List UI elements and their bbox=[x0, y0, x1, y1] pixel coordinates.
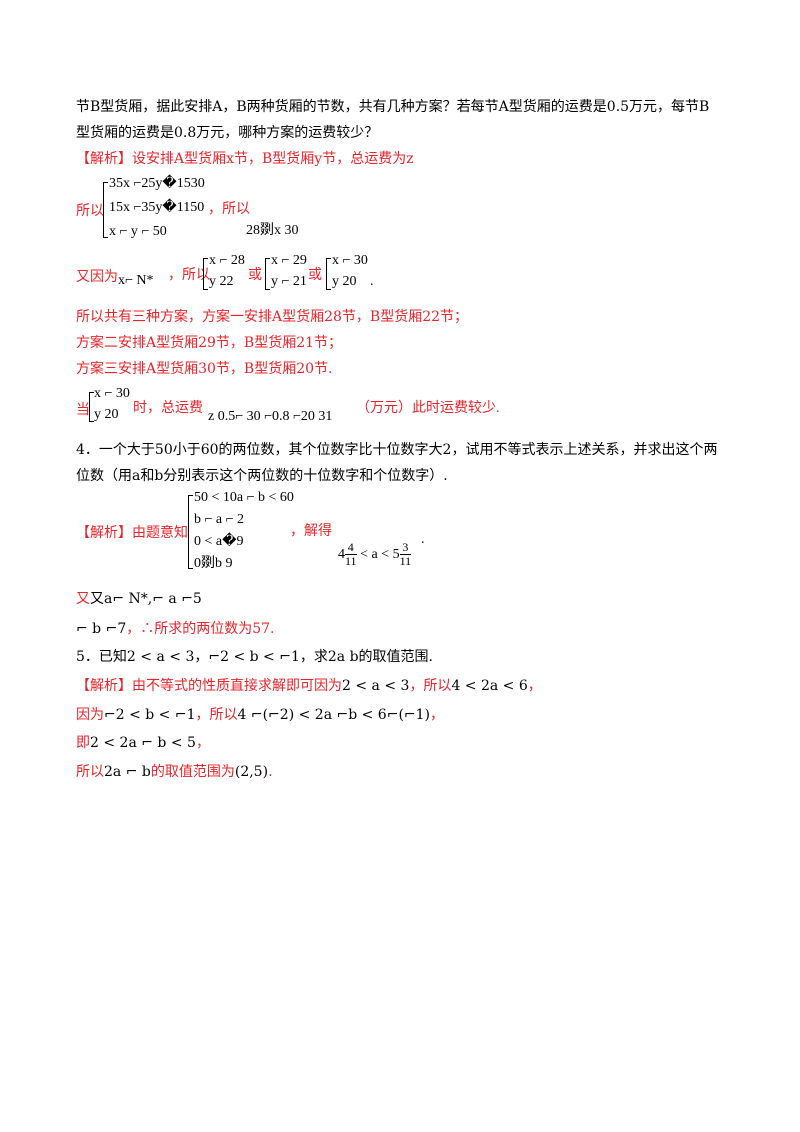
system-eq-2: 15x ⌐35y�1150 bbox=[109, 200, 205, 215]
q4-final-text: ，∴所求的两位数为57. bbox=[126, 621, 275, 637]
when-mid: 时，总运费 bbox=[133, 401, 203, 416]
case-3-x: x ⌐ 30 bbox=[332, 253, 368, 268]
q4-result-mid: < a < 5 bbox=[360, 547, 400, 562]
question-5: 5．已知2 < a < 3，⌐2 < b < ⌐1，求2a b的取值范围. bbox=[76, 649, 433, 665]
cost-expression: z 0.5⌐ 30 ⌐0.8 ⌐20 31 bbox=[208, 409, 333, 424]
when-y: y 20 bbox=[94, 407, 119, 422]
q5-solution-1: 【解析】由不等式的性质直接求解即可因为2 < a < 3，所以4 < 2a < … bbox=[76, 678, 542, 694]
case-3-y: y 20 bbox=[332, 274, 357, 289]
q4-result-dot: . bbox=[421, 532, 425, 547]
question-4-line-2: 位数（用a和b分别表示这个两位数的十位数字和个位数字）. bbox=[76, 468, 448, 484]
system-eq-3: x ⌐ y ⌐ 50 bbox=[109, 224, 167, 239]
or-2: 或 bbox=[308, 268, 322, 283]
natural-condition: x⌐ N* bbox=[118, 273, 154, 288]
q5-solution-4: 所以2a ⌐ b的取值范围为(2,5). bbox=[76, 764, 273, 780]
case-1-brace bbox=[203, 258, 208, 290]
q4-solution-prefix: 【解析】由题意知 bbox=[76, 525, 188, 541]
q4-eq-3: 0 < a�9 bbox=[194, 534, 244, 549]
solution-3-heading: 【解析】设安排A型货厢x节，B型货厢y节，总运费为z bbox=[76, 151, 414, 167]
q4-eq-1: 50 < 10a ⌐ b < 60 bbox=[194, 490, 294, 505]
intro-line-2: 型货厢的运费是0.8万元，哪种方案的运费较少？ bbox=[76, 125, 379, 141]
system-brace bbox=[103, 182, 108, 238]
range-expression: 28剟x 30 bbox=[246, 223, 299, 238]
case-end-dot: . bbox=[370, 274, 374, 289]
or-1: 或 bbox=[248, 268, 262, 283]
case-1-y: y 22 bbox=[209, 274, 234, 289]
so-suffix: ，所以 bbox=[208, 202, 250, 217]
q4-system-brace bbox=[188, 495, 193, 569]
plan-summary: 所以共有三种方案，方案一安排A型货厢28节，B型货厢22节； bbox=[76, 309, 469, 325]
case-2-y: y ⌐ 21 bbox=[271, 274, 307, 289]
case-2-x: x ⌐ 29 bbox=[271, 253, 307, 268]
q4-final-b: ⌐ b ⌐7 bbox=[76, 621, 127, 637]
question-4-line-1: 4．一个大于50小于60的两位数，其个位数字比十位数字大2，试用不等式表示上述关… bbox=[76, 442, 718, 458]
plan-three: 方案三安排A型货厢30节，B型货厢20节. bbox=[76, 361, 333, 377]
q5-solution-3: 即2 < 2a ⌐ b < 5， bbox=[76, 735, 210, 751]
natural-mid: ，所以 bbox=[168, 268, 210, 283]
q5-solution-2: 因为⌐2 < b < ⌐1，所以4 ⌐(⌐2) < 2a ⌐b < 6⌐(⌐1)… bbox=[76, 707, 445, 723]
q4-again-expr: 又a⌐ N*,⌐ a ⌐5 bbox=[90, 591, 202, 607]
system-eq-1: 35x ⌐25y�1530 bbox=[109, 176, 205, 191]
case-3-brace bbox=[326, 258, 331, 290]
q4-again: 又又a⌐ N*,⌐ a ⌐5 bbox=[76, 591, 202, 607]
intro-line-1: 节B型货厢，据此安排A，B两种货厢的节数，共有几种方案？若每节A型货厢的运费是0… bbox=[76, 99, 710, 115]
when-brace bbox=[89, 392, 94, 422]
when-prefix: 当 bbox=[76, 402, 90, 418]
when-end: （万元）此时运费较少. bbox=[356, 401, 500, 416]
q4-result-int: 4 bbox=[338, 547, 345, 562]
so-label: 所以 bbox=[76, 203, 104, 219]
q4-solve-label: ，解得 bbox=[290, 524, 332, 539]
q4-eq-2: b ⌐ a ⌐ 2 bbox=[194, 512, 245, 527]
case-2-brace bbox=[265, 258, 270, 290]
natural-prefix: 又因为 bbox=[76, 269, 118, 285]
when-x: x ⌐ 30 bbox=[94, 386, 130, 401]
case-1-x: x ⌐ 28 bbox=[209, 253, 245, 268]
q4-eq-4: 0剟b 9 bbox=[194, 556, 233, 571]
q4-final: ⌐ b ⌐7，∴所求的两位数为57. bbox=[76, 620, 275, 638]
plan-two: 方案二安排A型货厢29节，B型货厢21节； bbox=[76, 335, 343, 351]
